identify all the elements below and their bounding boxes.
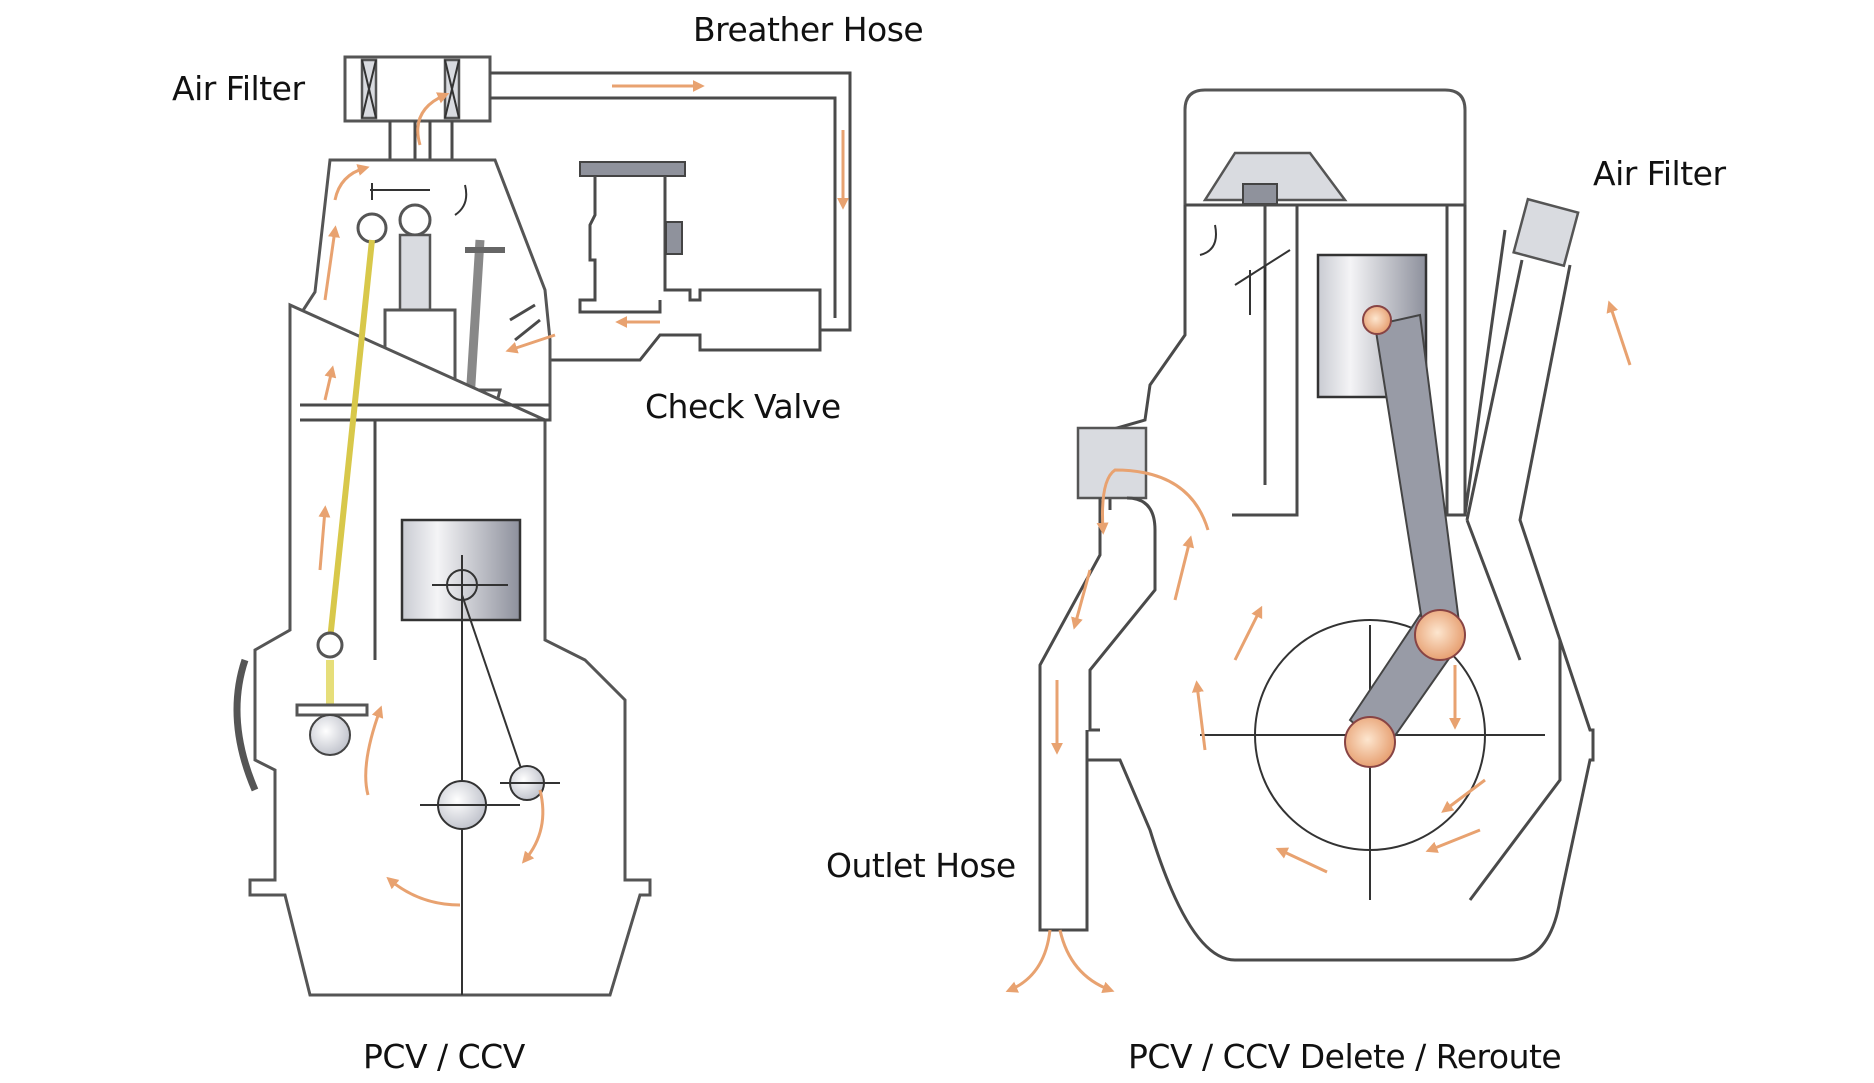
crank-pin: [1414, 609, 1466, 661]
label-air-filter-left: Air Filter: [172, 69, 305, 108]
label-breather-hose: Breather Hose: [693, 10, 923, 49]
wrist-pin: [1362, 305, 1392, 335]
pcv-engine-left: [233, 55, 852, 997]
label-outlet-hose: Outlet Hose: [826, 846, 1016, 885]
main-bearing: [1344, 716, 1396, 768]
air-filter-left-box: [343, 55, 492, 160]
engine-block-left: [248, 302, 652, 997]
breather-hose: [490, 71, 852, 332]
delete-engine-right: [1005, 88, 1632, 994]
air-filter-right-tube: [1465, 197, 1580, 901]
label-check-valve: Check Valve: [645, 387, 841, 426]
caption-pcv-ccv-delete: PCV / CCV Delete / Reroute: [1128, 1037, 1561, 1076]
label-air-filter-right: Air Filter: [1593, 154, 1726, 193]
check-valve: [540, 161, 822, 362]
pushrod: [327, 239, 375, 641]
outlet-hose: [1038, 426, 1595, 962]
caption-pcv-ccv: PCV / CCV: [363, 1037, 526, 1076]
